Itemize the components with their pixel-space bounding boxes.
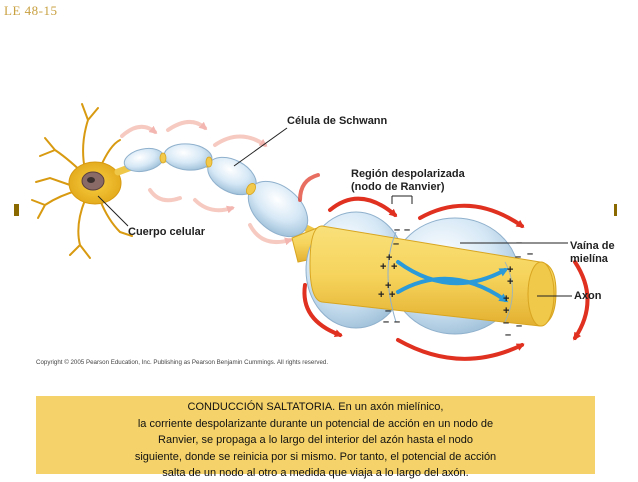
minus-charge: – [515,251,521,264]
caption-line: CONDUCCIÓN SALTATORIA. En un axón mielín… [36,399,595,416]
caption-box: CONDUCCIÓN SALTATORIA. En un axón mielín… [36,396,595,474]
caption-line: siguiente, donde se reinicia por si mism… [36,449,595,466]
plus-charge: + [380,261,386,274]
minus-charge: – [527,248,533,261]
plus-charge: + [507,276,513,289]
cell-body-label: Cuerpo celular [128,226,205,239]
minus-charge: – [393,238,399,251]
myelin-sheath-line2: mielína [570,253,615,266]
schwann-cell-label: Célula de Schwann [287,115,387,128]
minus-charge: – [394,224,400,237]
minus-charge: – [404,224,410,237]
minus-charge: – [505,329,511,342]
nucleolus [87,177,95,183]
myelin-sheath-label: Vaína de mielína [570,240,615,266]
caption-line: salta de un nodo al otro a medida que vi… [36,465,595,482]
axon-end [528,262,554,326]
depolarized-region-line1: Región despolarizada [351,168,465,181]
minus-charge: – [516,320,522,333]
caption-text: CONDUCCIÓN SALTATORIA. En un axón mielín… [36,399,595,482]
caption-line: Ranvier, se propaga a lo largo del inter… [36,432,595,449]
depolarized-region-line2: (nodo de Ranvier) [351,181,465,194]
plus-charge: + [389,289,395,302]
copyright-notice: Copyright © 2005 Pearson Education, Inc.… [36,359,328,366]
caption-line: la corriente despolarizante durante un p… [36,416,595,433]
minus-charge: – [383,316,389,329]
minus-charge: – [394,316,400,329]
depolarized-region-label: Región despolarizada (nodo de Ranvier) [351,168,465,194]
plus-charge: + [378,289,384,302]
axon-label: Axon [574,290,602,303]
plus-charge: + [391,261,397,274]
minus-charge: – [516,237,522,250]
myelin-sheath-line1: Vaína de [570,240,615,253]
